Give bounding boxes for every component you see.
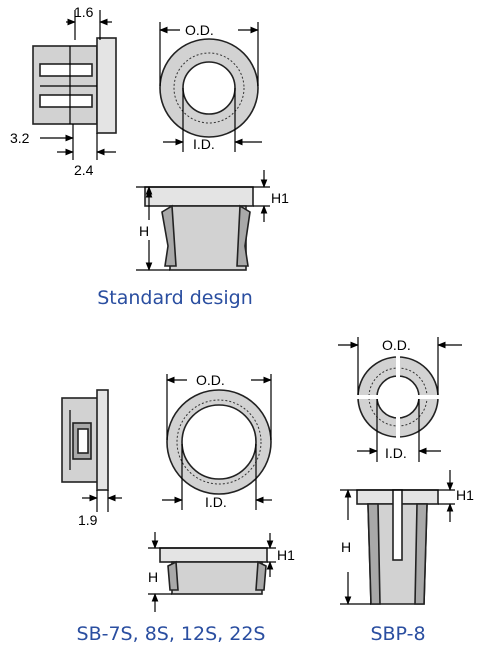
- sbp-section-view: [340, 470, 455, 605]
- dim-std-1.6: 1.6: [74, 4, 94, 20]
- sb-side-view: [61, 389, 122, 512]
- dim-std-id: I.D.: [193, 136, 215, 152]
- sbp-front-view: [338, 337, 462, 462]
- caption-sb-series: SB-7S, 8S, 12S, 22S: [77, 623, 266, 645]
- dim-std-h1: H1: [271, 190, 289, 206]
- dim-sbp-h1: H1: [456, 487, 474, 503]
- caption-standard: Standard design: [97, 287, 253, 309]
- dim-sbp-h: H: [341, 539, 351, 555]
- dim-std-2.4: 2.4: [74, 162, 94, 178]
- sb-section-view: [148, 532, 276, 612]
- dim-sb-h1: H1: [277, 547, 295, 563]
- dim-sbp-id: I.D.: [385, 445, 407, 461]
- caption-sbp-8: SBP-8: [370, 623, 425, 645]
- standard-front-view: [159, 22, 262, 152]
- sb-front-view: [162, 374, 272, 510]
- dim-std-h: H: [139, 223, 149, 239]
- dim-sb-od: O.D.: [196, 372, 225, 388]
- dim-sb-h: H: [148, 569, 158, 585]
- dim-std-od: O.D.: [185, 22, 214, 38]
- dim-std-3.2: 3.2: [10, 130, 30, 146]
- dim-sb-1.9: 1.9: [78, 512, 98, 528]
- standard-section-view: [136, 170, 270, 271]
- standard-side-view: [32, 10, 117, 160]
- dim-sb-id: I.D.: [205, 494, 227, 510]
- dim-sbp-od: O.D.: [382, 337, 411, 353]
